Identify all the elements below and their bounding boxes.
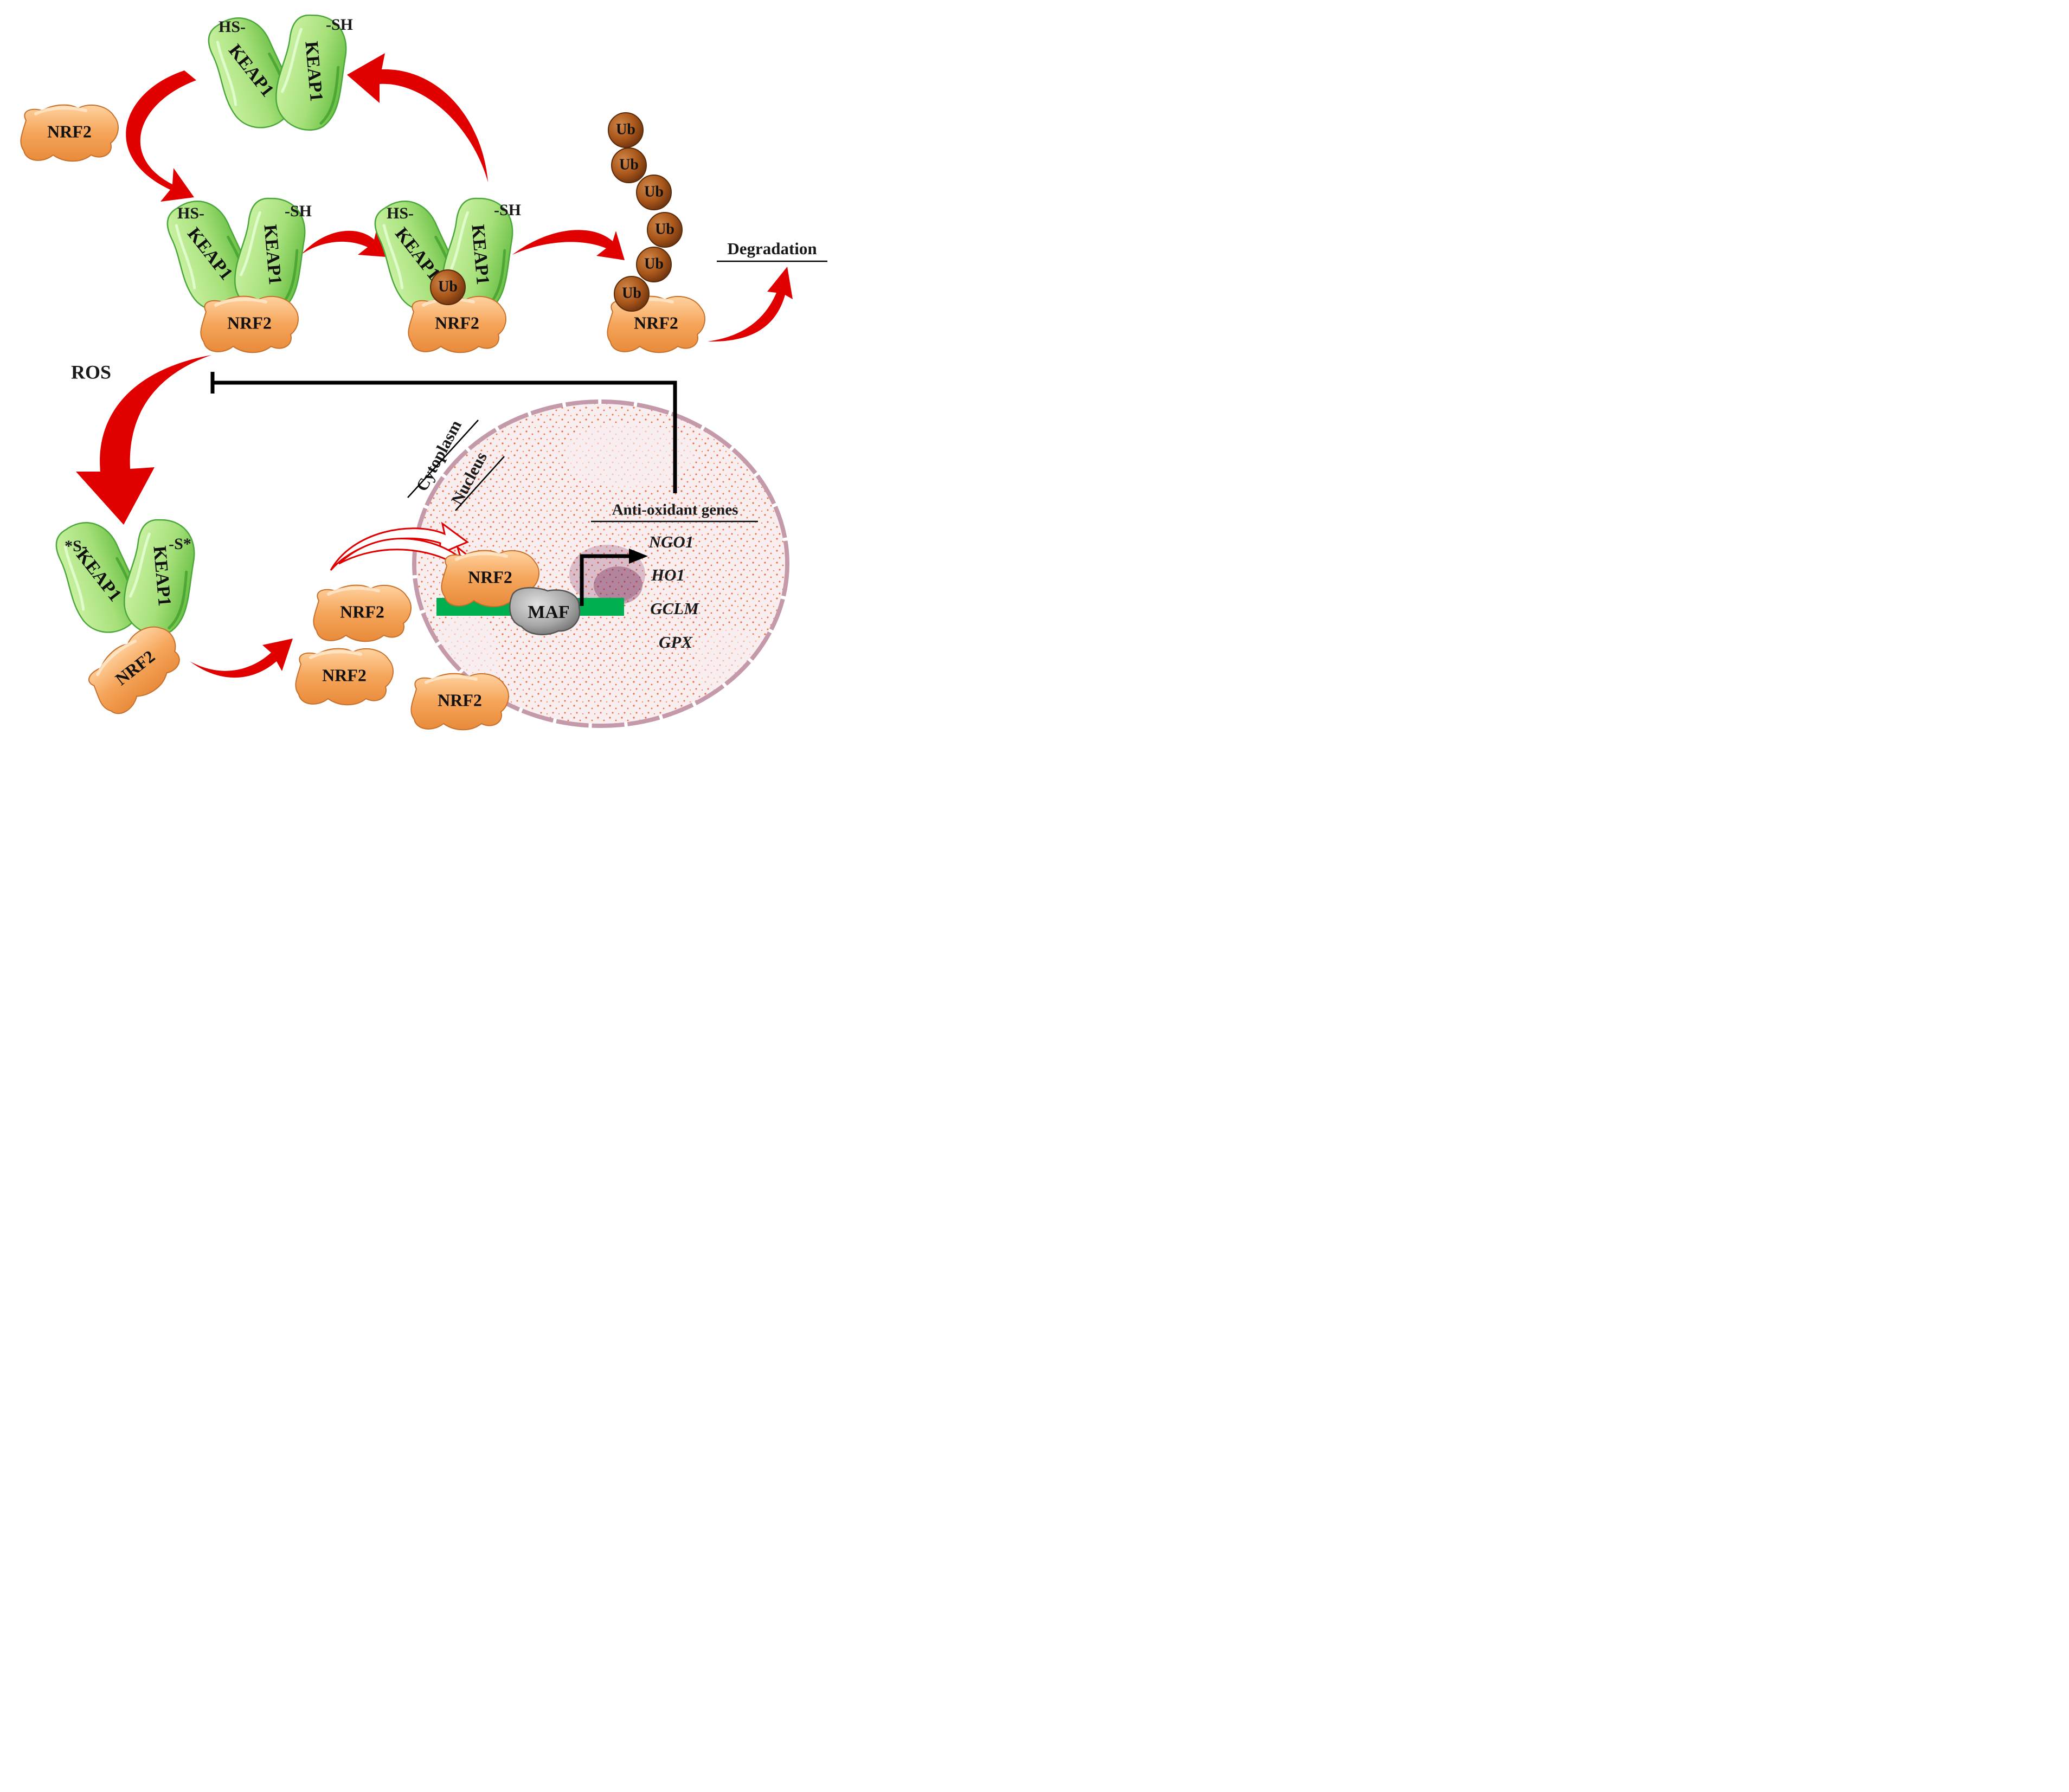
nrf2-label: NRF2	[634, 313, 678, 332]
cytoplasm-underline	[407, 420, 479, 498]
keap1-dimer-top-right: KEAP1	[275, 14, 347, 131]
thiol-right-ub-complex: -SH	[494, 201, 521, 219]
gene-ho1: HO1	[651, 565, 685, 584]
ub-label: Ub	[655, 221, 674, 237]
ub-chain-6: Ub	[614, 276, 650, 312]
nrf2-free-1: NRF2	[313, 584, 412, 642]
ub-label: Ub	[438, 278, 458, 295]
maf-label: MAF	[528, 602, 569, 622]
ros-label: ROS	[71, 361, 111, 383]
gene-ngo1: NGO1	[648, 532, 694, 551]
nrf2-label: NRF2	[468, 567, 512, 586]
ub-label: Ub	[622, 285, 641, 301]
thiol-left-ub-complex: HS-	[387, 204, 414, 222]
arrow-nrf2-release	[190, 639, 293, 678]
nrf2-free-2: NRF2	[295, 648, 394, 706]
nucleus	[412, 399, 789, 728]
nrf2-free-3: NRF2	[410, 673, 509, 731]
ub-chain-3: Ub	[636, 175, 672, 210]
arrow-polyubiquitination	[512, 230, 625, 260]
nrf2-label: NRF2	[438, 690, 482, 710]
transcription-cluster	[569, 545, 645, 604]
ub-chain-5: Ub	[636, 247, 672, 282]
maf-protein: MAF	[509, 587, 581, 635]
arrow-keap1-recycle	[347, 53, 488, 182]
keap1-oxidized-left: KEAP1	[55, 522, 140, 633]
degradation-label: Degradation	[727, 239, 817, 258]
thiol-left-top: HS-	[219, 18, 246, 36]
ub-chain-1: Ub	[608, 112, 644, 148]
ub-chain-2: Ub	[611, 147, 647, 183]
antioxidant-genes-label: Anti-oxidant genes	[612, 501, 738, 519]
nrf2-label: NRF2	[227, 313, 272, 332]
nrf2-bound: NRF2	[200, 295, 299, 353]
nrf2-released: NRF2	[88, 626, 180, 714]
oxidized-left: *S-	[65, 537, 87, 555]
nuclear-envelope	[412, 399, 789, 728]
nucleoplasm	[416, 404, 785, 724]
ub-single: Ub	[430, 269, 466, 305]
ub-chain-4: Ub	[647, 212, 683, 248]
nrf2-free-top: NRF2	[20, 104, 119, 162]
arrow-bind-nrf2	[126, 70, 196, 202]
arrow-degradation	[708, 267, 793, 342]
thiol-right-top: -SH	[326, 16, 353, 34]
ub-label: Ub	[644, 255, 664, 272]
keap1-complex-right: KEAP1	[234, 197, 306, 314]
nucleus-underline	[455, 456, 505, 511]
ub-label: Ub	[616, 121, 635, 138]
arrow-ros-oxidation	[76, 355, 211, 525]
thiol-right-complex: -SH	[285, 202, 312, 220]
nrf2-label: NRF2	[322, 665, 367, 685]
keap1-complex-left: KEAP1	[166, 201, 251, 312]
nrf2-ubiquitinated: NRF2	[408, 295, 506, 353]
thiol-left-complex: HS-	[177, 204, 204, 222]
transcription-arrow	[580, 549, 648, 606]
nrf2-label: NRF2	[435, 313, 479, 332]
arrow-ubiquitination	[301, 230, 386, 257]
gene-gpx: GPX	[659, 633, 693, 652]
ub-label: Ub	[644, 183, 664, 200]
nrf2-label: NRF2	[47, 121, 92, 141]
gene-gclm: GCLM	[650, 599, 699, 618]
nrf2-label: NRF2	[340, 602, 384, 621]
keap1-oxidized-right: KEAP1	[124, 519, 195, 636]
inhibition-line	[210, 372, 677, 493]
oxidized-right: -S*	[169, 535, 191, 553]
keap1-dimer-top-left: KEAP1	[208, 17, 292, 128]
ub-label: Ub	[619, 156, 639, 173]
